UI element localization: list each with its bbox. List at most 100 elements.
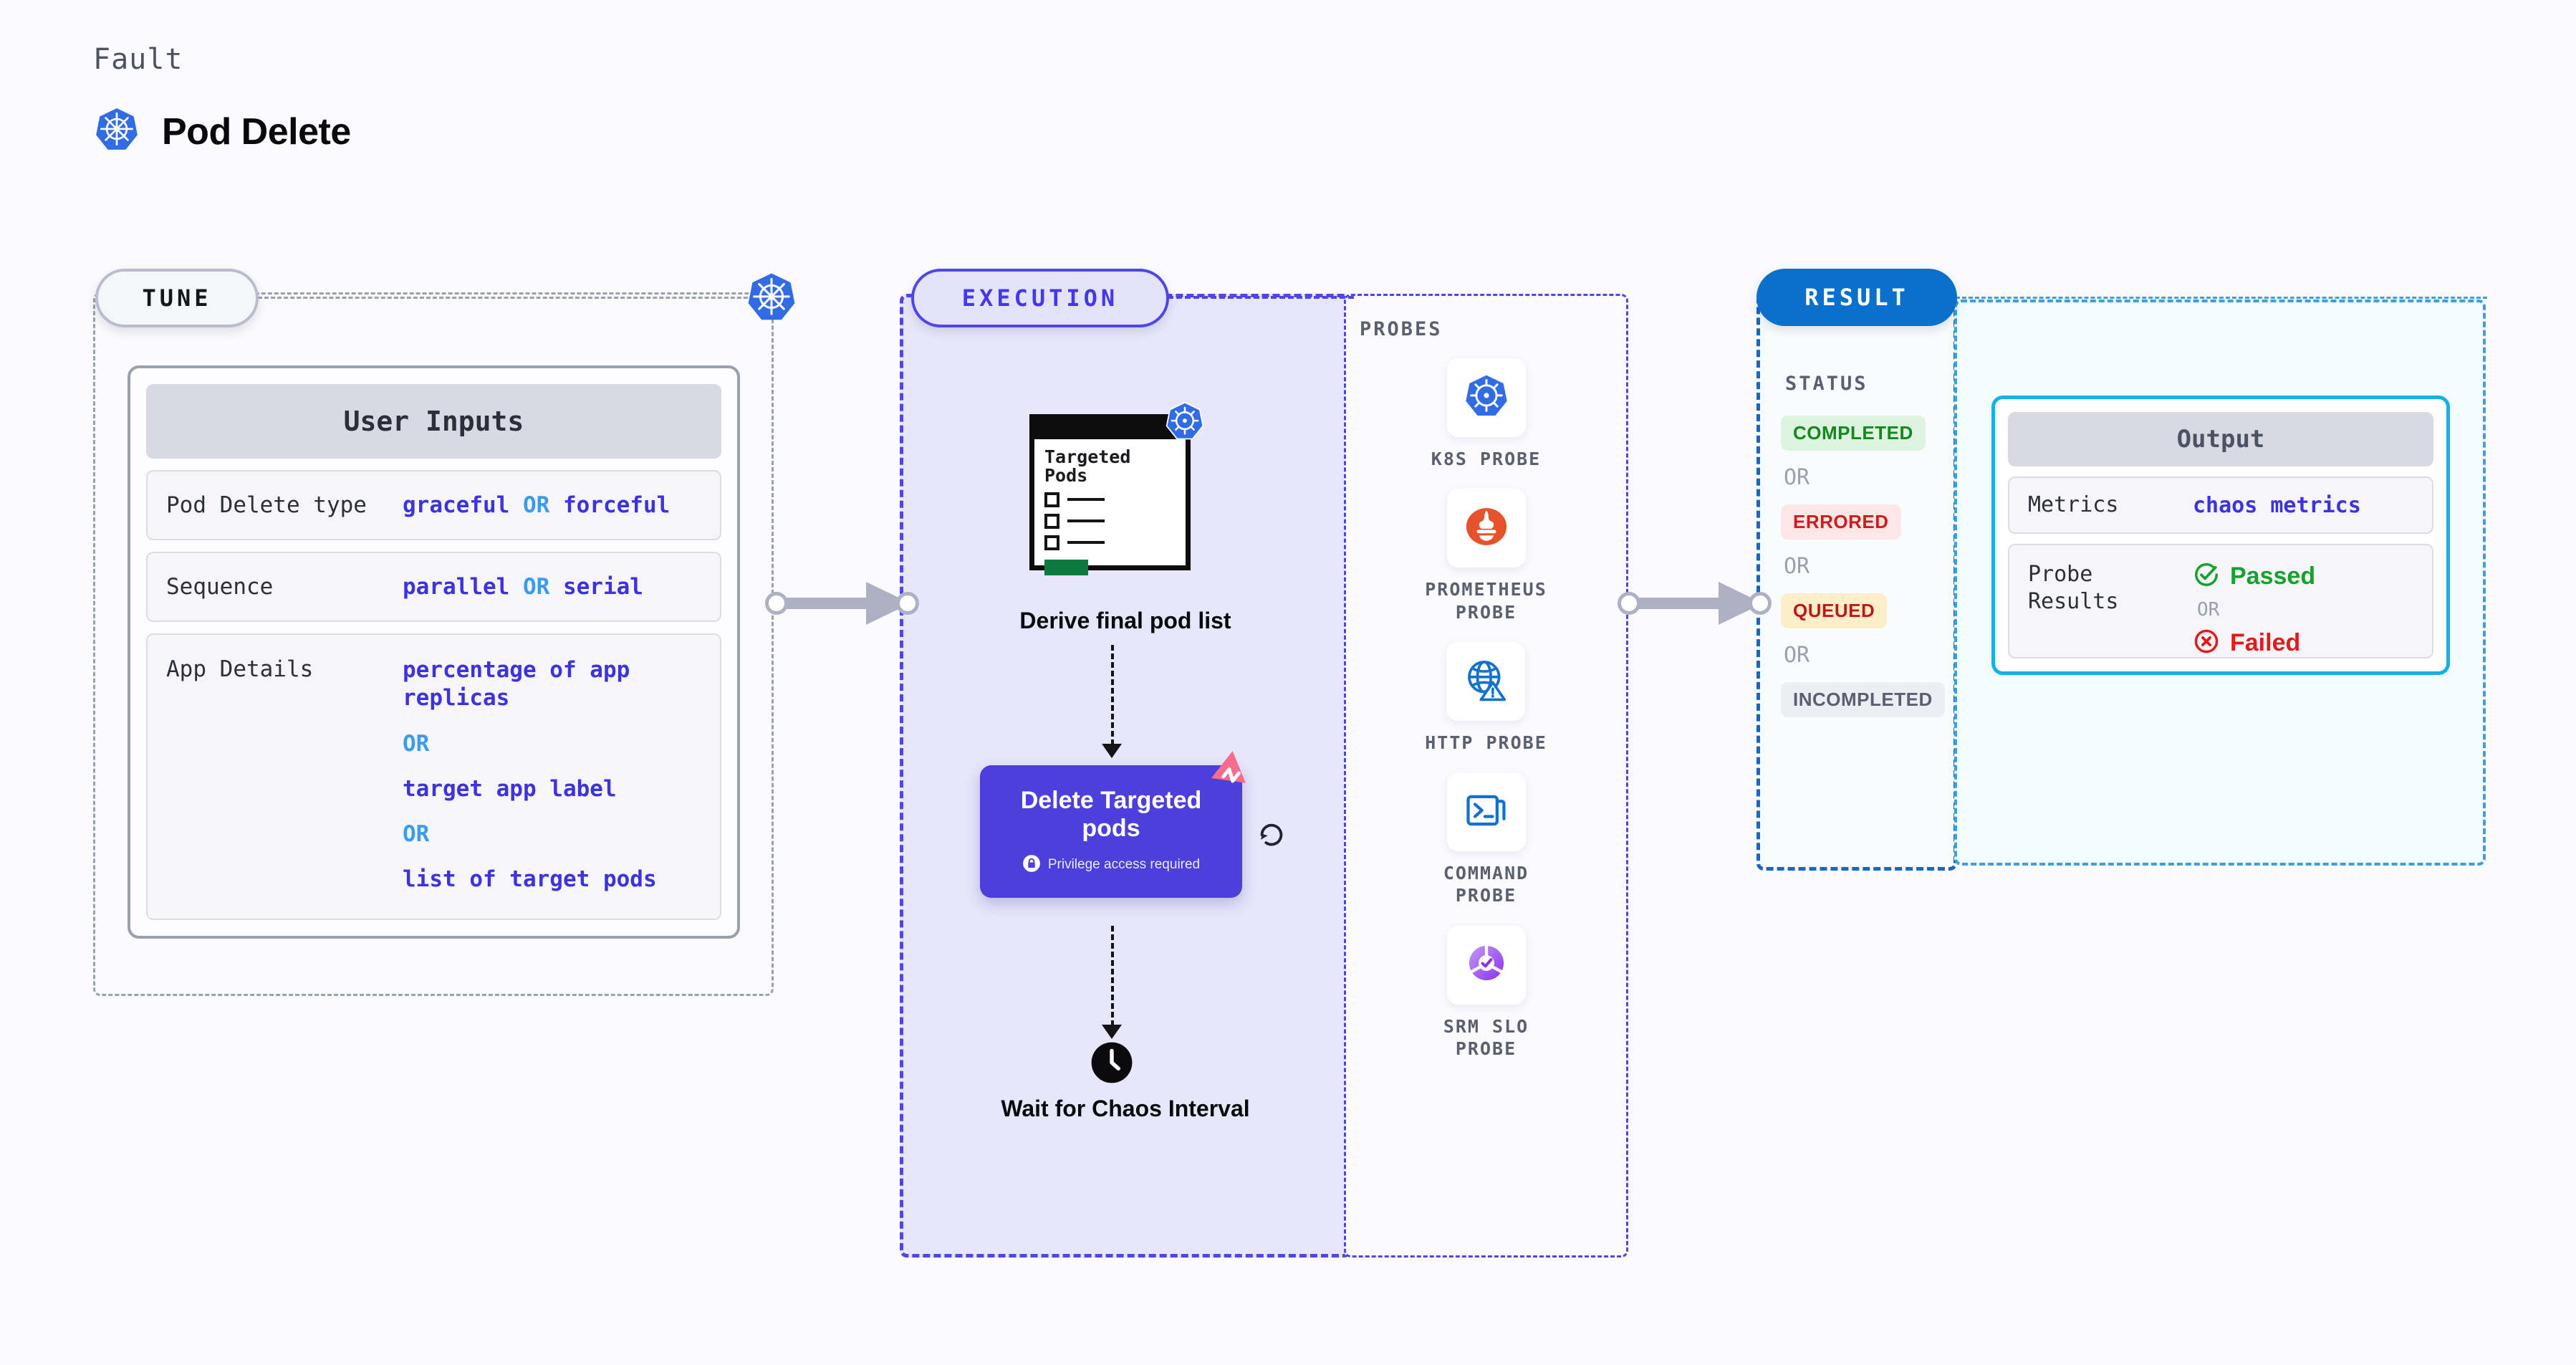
flow-arrowhead xyxy=(1102,744,1122,758)
harness-icon xyxy=(1209,749,1255,795)
row-key: Metrics xyxy=(2028,492,2119,518)
status-title: STATUS xyxy=(1785,373,1868,395)
probe-item-srm-slo[interactable]: SRM SLO PROBE xyxy=(1422,925,1551,1060)
derive-pod-list-label: Derive final pod list xyxy=(1019,608,1231,633)
probe-item-k8s[interactable]: K8S PROBE xyxy=(1431,358,1541,470)
globe-warning-icon xyxy=(1461,654,1511,708)
terminal-icon xyxy=(1462,786,1511,838)
card-body: Targeted Pods xyxy=(1034,439,1186,583)
or-label: OR xyxy=(1784,465,1810,490)
row-value: chaos metrics xyxy=(2193,492,2361,518)
row-key: App Details xyxy=(166,656,314,682)
row-value: percentage of app replicas OR target app… xyxy=(403,656,689,894)
prometheus-icon xyxy=(1461,501,1512,556)
execution-connector-line xyxy=(1168,296,1354,299)
status-badge: ERRORED xyxy=(1781,504,1901,540)
option-a: graceful xyxy=(403,492,510,518)
probe-tile xyxy=(1446,772,1526,851)
status-badge: INCOMPLETED xyxy=(1781,682,1945,717)
or-token: OR xyxy=(522,574,550,600)
accent-bar xyxy=(1044,559,1088,575)
or-token: OR xyxy=(403,730,430,757)
output-card: Output Metrics chaos metrics Probe Resul… xyxy=(1991,396,2450,675)
row-value: Passed OR Failed xyxy=(2193,561,2315,658)
checkbox-icon xyxy=(1044,513,1059,529)
tune-connector-line xyxy=(258,297,774,299)
probes-title: PROBES xyxy=(1360,318,1443,340)
tune-to-execution-arrow xyxy=(765,582,919,625)
flow-arrowhead xyxy=(1102,1025,1122,1039)
clock-icon xyxy=(1090,1040,1134,1085)
option-b: serial xyxy=(562,574,643,600)
probe-tile xyxy=(1446,925,1526,1005)
execution-to-result-arrow xyxy=(1618,582,1772,625)
or-token: OR xyxy=(403,821,430,848)
passed-label: Passed xyxy=(2230,562,2316,590)
row-key: Sequence xyxy=(166,574,274,600)
delete-node-title: Delete Targeted pods xyxy=(1020,787,1202,842)
row-value: parallel OR serial xyxy=(403,574,643,600)
targeted-pods-title: Targeted Pods xyxy=(1044,446,1131,487)
srm-slo-icon xyxy=(1461,938,1512,992)
probe-label: COMMAND PROBE xyxy=(1443,863,1529,906)
privilege-note: Privilege access required xyxy=(1047,857,1201,873)
probe-item-http[interactable]: HTTP PROBE xyxy=(1425,641,1547,754)
list-item xyxy=(1044,513,1176,529)
placeholder-line xyxy=(1067,498,1105,501)
result-connector-line xyxy=(1956,297,2487,299)
row-value: graceful OR forceful xyxy=(403,492,670,518)
table-row: App Details percentage of app replicas O… xyxy=(146,633,721,920)
output-title: Output xyxy=(2008,412,2433,466)
kubernetes-icon xyxy=(93,106,140,157)
card-titlebar xyxy=(1034,419,1186,439)
probe-tile xyxy=(1446,641,1526,721)
result-badge[interactable]: RESULT xyxy=(1756,269,1957,326)
privilege-row: Privilege access required xyxy=(1022,854,1200,876)
or-label: OR xyxy=(1784,643,1810,668)
fault-label: Fault xyxy=(93,43,183,76)
row-key: Pod Delete type xyxy=(166,492,367,518)
table-row: Pod Delete type graceful OR forceful xyxy=(146,470,721,540)
targeted-pods-card: Targeted Pods xyxy=(1029,401,1204,575)
probe-label: SRM SLO PROBE xyxy=(1443,1015,1529,1059)
probe-item-command[interactable]: COMMAND PROBE xyxy=(1422,772,1551,907)
app-detail-option: target app label xyxy=(403,775,617,802)
app-detail-option: percentage of app replicas xyxy=(403,657,630,711)
refresh-loop-icon xyxy=(1255,818,1288,851)
probe-tile xyxy=(1446,358,1526,437)
status-badge: QUEUED xyxy=(1781,593,1888,628)
or-token: OR xyxy=(522,492,550,518)
option-a: parallel xyxy=(403,574,510,600)
list-item xyxy=(1044,535,1176,550)
table-row: Probe Results Passed OR xyxy=(2008,544,2433,658)
probe-result-passed: Passed xyxy=(2193,561,2315,592)
failed-label: Failed xyxy=(2230,629,2301,656)
probe-label: K8S PROBE xyxy=(1431,449,1542,469)
wait-interval-label: Wait for Chaos Interval xyxy=(1001,1096,1250,1121)
app-detail-option: list of target pods xyxy=(403,866,657,893)
probe-tile xyxy=(1446,489,1526,568)
kubernetes-icon xyxy=(1164,401,1206,442)
page-title: Pod Delete xyxy=(162,110,351,153)
table-row: Metrics chaos metrics xyxy=(2008,476,2433,534)
check-circle-icon xyxy=(2193,561,2220,592)
probe-label: HTTP PROBE xyxy=(1425,732,1547,753)
execution-badge[interactable]: EXECUTION xyxy=(911,269,1169,327)
tune-badge[interactable]: TUNE xyxy=(95,269,259,327)
probe-label: PROMETHEUS PROBE xyxy=(1425,579,1547,623)
kubernetes-icon xyxy=(745,271,798,324)
table-row: Sequence parallel OR serial xyxy=(146,552,721,622)
probes-list: K8S PROBE PROMETHEUS PROBE xyxy=(1344,358,1628,1060)
flow-connector xyxy=(1111,645,1114,745)
or-label: OR xyxy=(2197,599,2220,621)
checkbox-icon xyxy=(1044,535,1059,550)
status-badge: COMPLETED xyxy=(1781,416,1926,451)
or-label: OR xyxy=(1784,554,1810,579)
user-inputs-card: User Inputs Pod Delete type graceful OR … xyxy=(128,365,740,939)
list-item xyxy=(1044,492,1176,507)
delete-targeted-pods-node[interactable]: Delete Targeted pods Privilege access re… xyxy=(980,751,1246,898)
page-header: Fault xyxy=(93,43,351,157)
probe-item-prometheus[interactable]: PROMETHEUS PROBE xyxy=(1422,489,1551,623)
fault-title-row: Pod Delete xyxy=(93,106,351,157)
status-list: COMPLETED OR ERRORED OR QUEUED OR INCOMP… xyxy=(1781,416,1960,717)
